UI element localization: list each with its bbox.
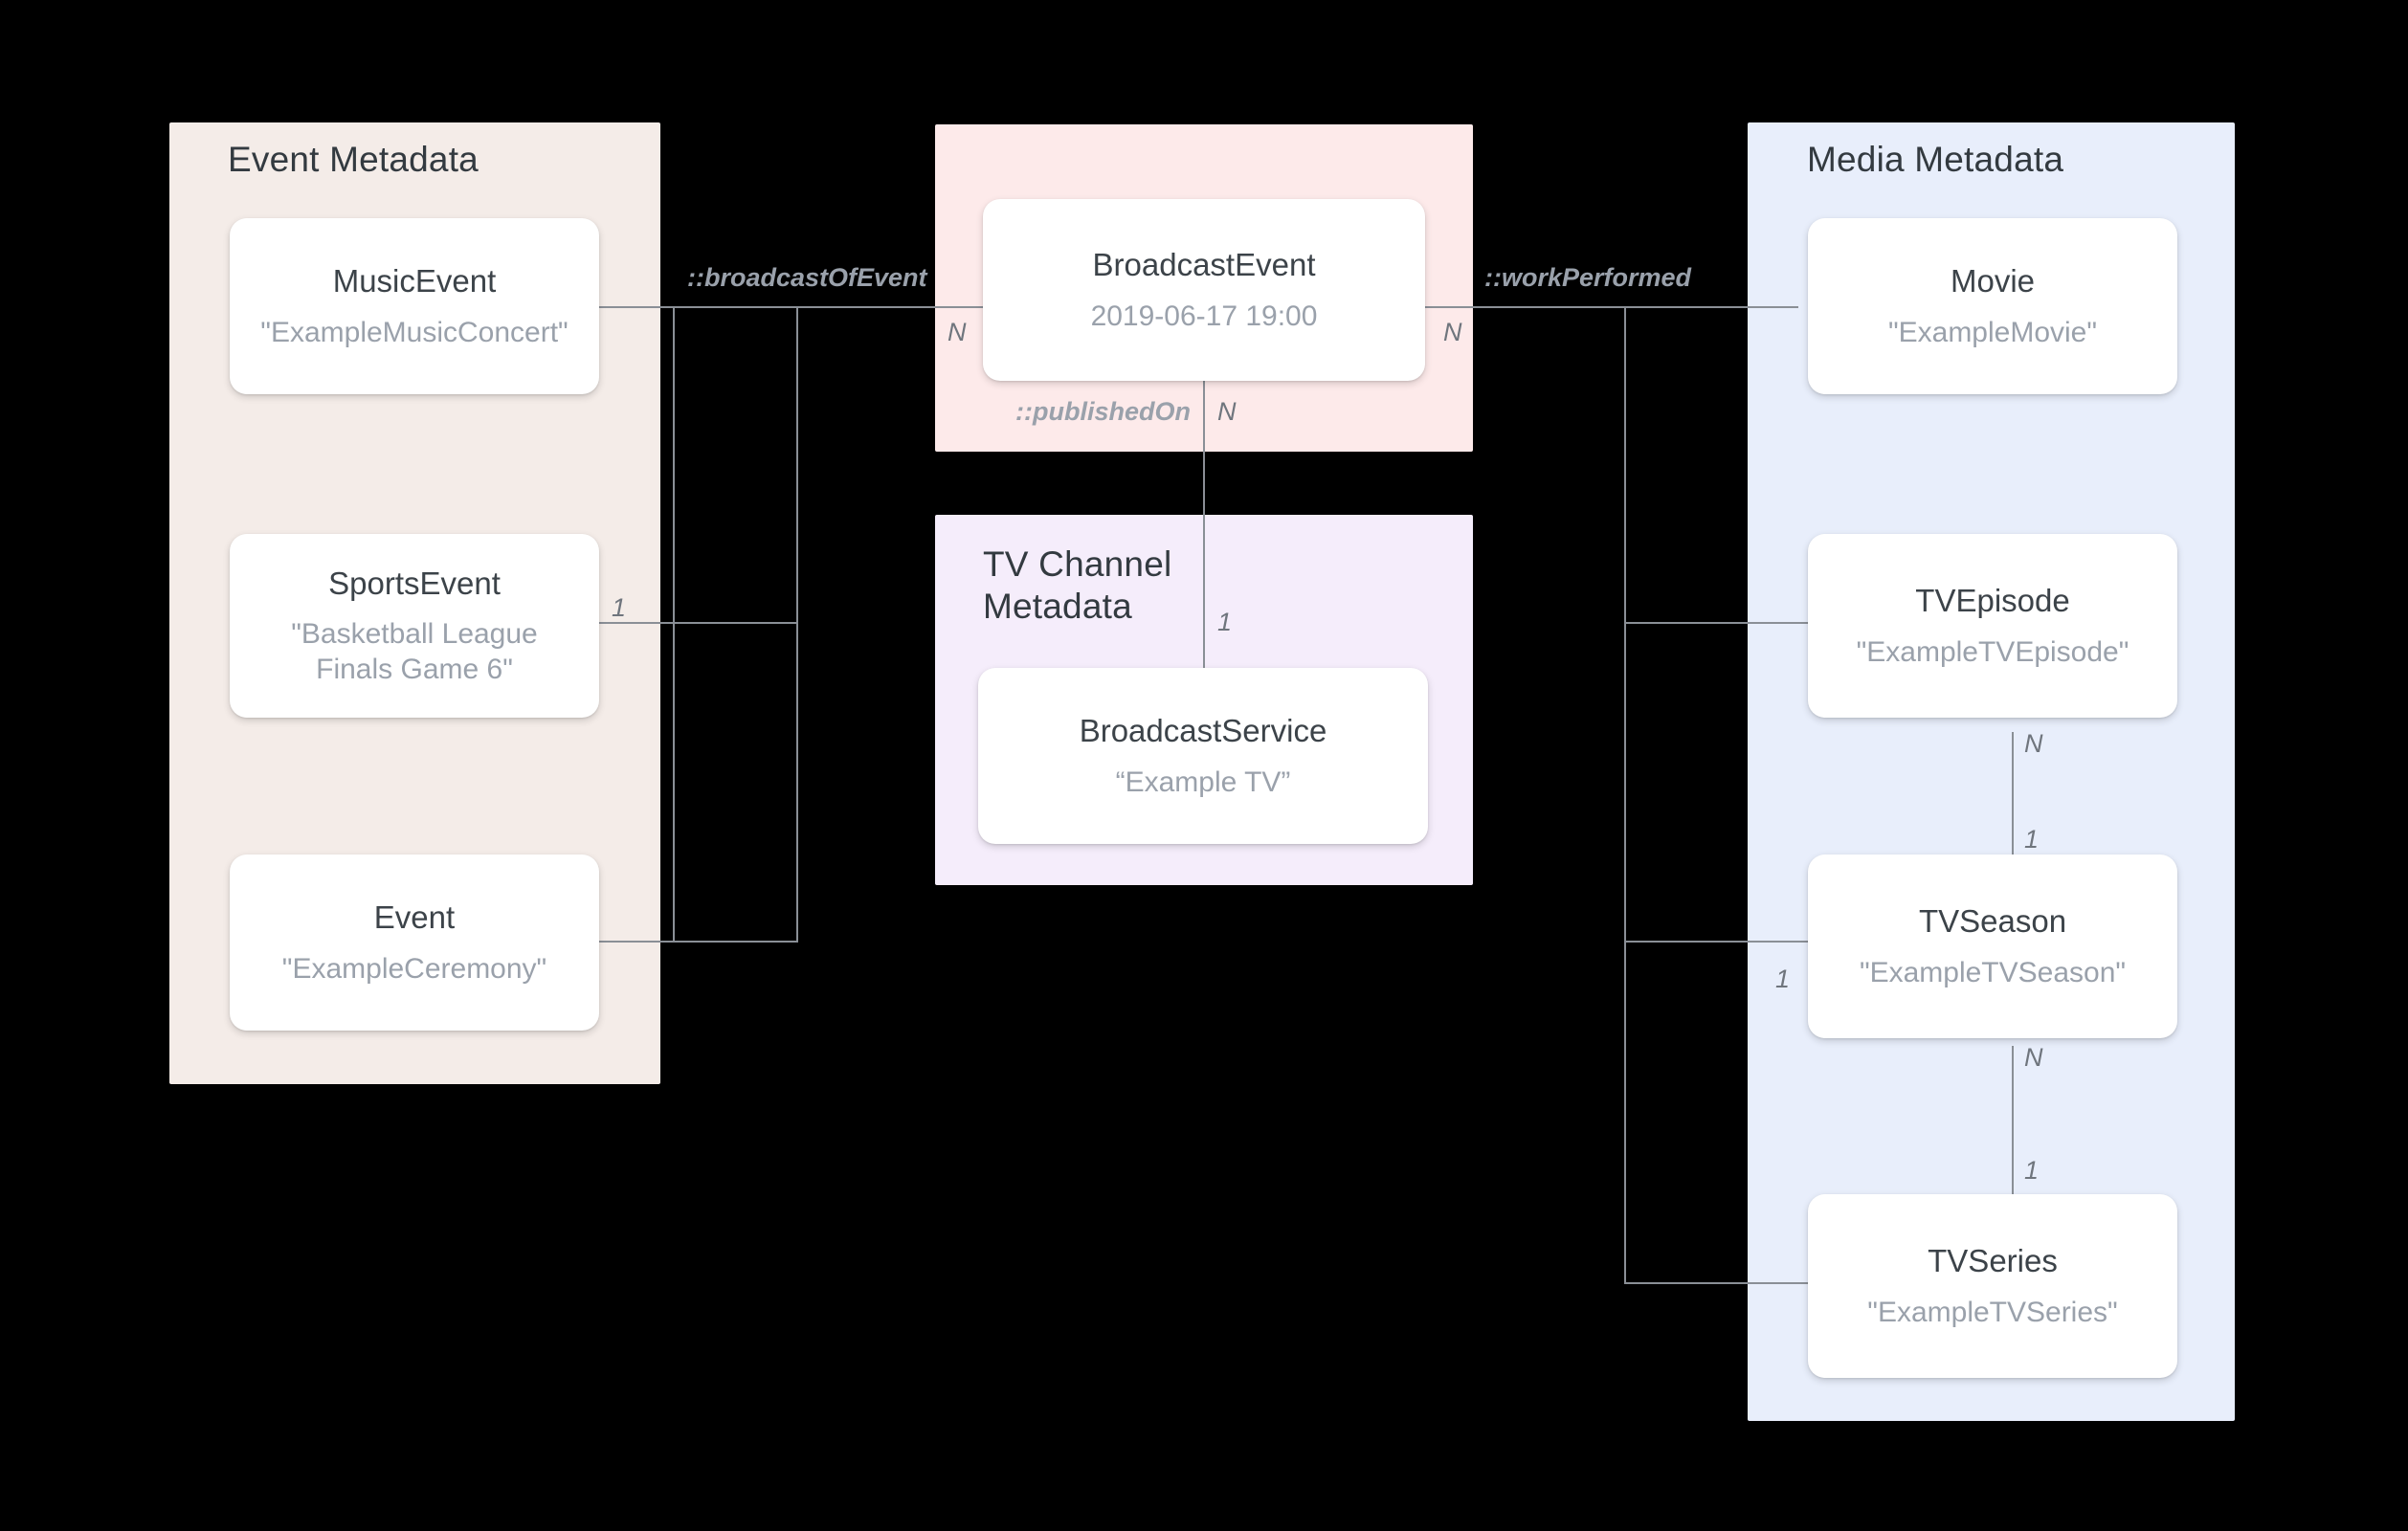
connector-tvseries-horizontal — [1624, 1282, 1808, 1284]
node-tvseason-value: "ExampleTVSeason" — [1859, 956, 2127, 988]
node-tvseries-value: "ExampleTVSeries" — [1867, 1296, 2118, 1328]
connector-musicevent-horizontal — [599, 306, 798, 308]
cardinality-season-series-1: 1 — [2024, 1156, 2040, 1185]
cardinality-media-trunk-1: 1 — [1775, 965, 1791, 993]
connector-broadcastofevent-run — [796, 306, 983, 308]
node-tvepisode[interactable]: TVEpisode "ExampleTVEpisode" — [1808, 534, 2177, 718]
node-sportsevent-value: "Basketball League Finals Game 6" — [291, 618, 538, 685]
connector-tvseason-horizontal — [1624, 941, 1808, 943]
node-tvepisode-value: "ExampleTVEpisode" — [1856, 635, 2129, 668]
node-musicevent[interactable]: MusicEvent "ExampleMusicConcert" — [230, 218, 599, 394]
connector-left-trunk-inner — [673, 306, 675, 941]
connector-workperformed-run — [1425, 306, 1798, 308]
node-sportsevent[interactable]: SportsEvent "Basketball League Finals Ga… — [230, 534, 599, 718]
edge-label-publishedon: ::publishedOn — [1015, 397, 1191, 426]
node-broadcastservice-value: “Example TV” — [1115, 766, 1291, 798]
node-musicevent-value: "ExampleMusicConcert" — [260, 316, 569, 348]
node-event-value: "ExampleCeremony" — [281, 952, 547, 985]
edge-label-broadcastofevent: ::broadcastOfEvent — [687, 263, 927, 292]
panel-media-metadata-title: Media Metadata — [1807, 140, 2064, 179]
node-movie[interactable]: Movie "ExampleMovie" — [1808, 218, 2177, 394]
node-tvseason[interactable]: TVSeason "ExampleTVSeason" — [1808, 854, 2177, 1038]
node-tvseason-title: TVSeason — [1918, 902, 2067, 939]
panel-tv-channel-metadata-title: TV Channel Metadata — [983, 544, 1172, 626]
cardinality-broadcastofevent-1: 1 — [612, 593, 627, 622]
cardinality-workperformed-n: N — [1443, 318, 1462, 346]
node-movie-title: Movie — [1950, 262, 2036, 299]
connector-left-trunk-outer — [796, 306, 798, 941]
cardinality-publishedon-n: N — [1217, 397, 1237, 426]
node-movie-value: "ExampleMovie" — [1887, 316, 2098, 348]
connector-publishedon-vertical — [1203, 381, 1205, 668]
node-broadcastevent-value: 2019-06-17 19:00 — [1090, 300, 1318, 332]
node-broadcastservice-title: BroadcastService — [1079, 712, 1327, 748]
node-event[interactable]: Event "ExampleCeremony" — [230, 854, 599, 1031]
connector-sportsevent-horizontal — [599, 622, 798, 624]
node-broadcastservice[interactable]: BroadcastService “Example TV” — [978, 668, 1428, 844]
connector-season-series — [2012, 1046, 2014, 1202]
connector-right-trunk — [1624, 306, 1626, 1282]
connector-episode-season — [2012, 732, 2014, 904]
cardinality-publishedon-1: 1 — [1217, 608, 1233, 636]
node-tvepisode-title: TVEpisode — [1915, 582, 2070, 618]
node-broadcastevent-title: BroadcastEvent — [1092, 246, 1316, 282]
cardinality-episode-season-1: 1 — [2024, 825, 2040, 854]
node-tvseries[interactable]: TVSeries "ExampleTVSeries" — [1808, 1194, 2177, 1378]
edge-label-workperformed: ::workPerformed — [1484, 263, 1692, 292]
node-broadcastevent[interactable]: BroadcastEvent 2019-06-17 19:00 — [983, 199, 1425, 381]
cardinality-broadcastofevent-n: N — [948, 318, 967, 346]
node-musicevent-title: MusicEvent — [332, 262, 497, 299]
cardinality-season-series-n: N — [2024, 1043, 2043, 1072]
node-sportsevent-title: SportsEvent — [328, 565, 501, 601]
connector-tvepisode-horizontal — [1624, 622, 1808, 624]
connector-event-horizontal — [599, 941, 798, 943]
cardinality-episode-season-n: N — [2024, 729, 2043, 758]
node-tvseries-title: TVSeries — [1928, 1242, 2058, 1278]
node-event-title: Event — [373, 899, 456, 935]
panel-event-metadata-title: Event Metadata — [228, 140, 479, 179]
